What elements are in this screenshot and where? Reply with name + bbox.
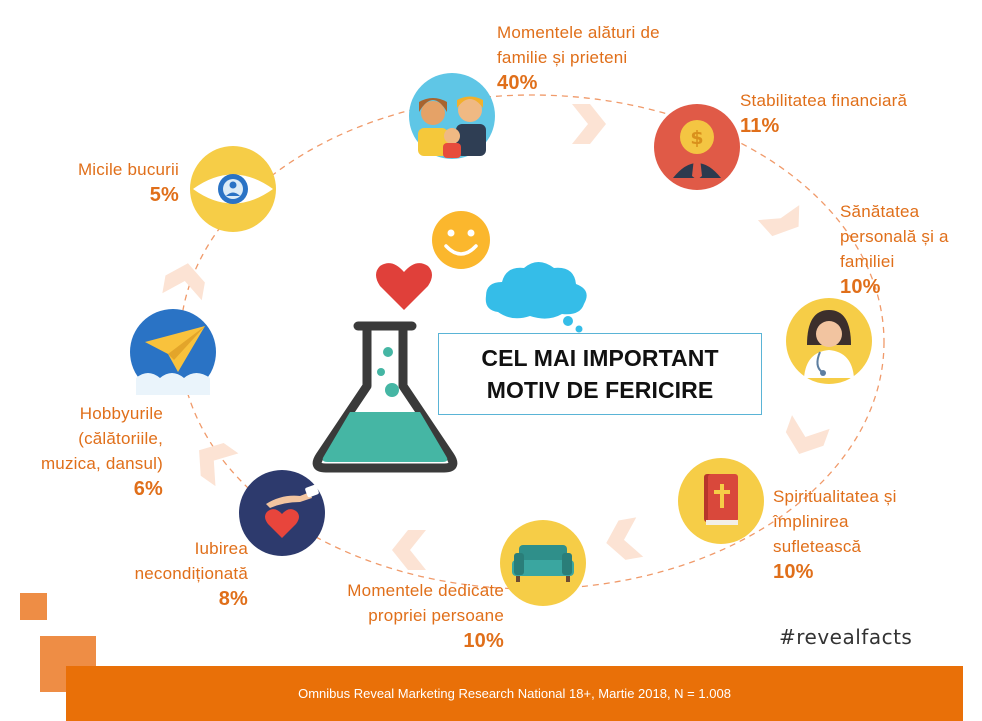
label-text: muzica, dansul) <box>40 454 163 473</box>
value-label: 40% <box>497 72 538 94</box>
decor-square <box>20 593 47 620</box>
label-health: Sănătatea personală și a familiei 10% <box>840 199 949 300</box>
heart-icon <box>376 263 432 310</box>
bible-icon <box>678 458 764 544</box>
label-text: Stabilitatea financiară <box>740 91 908 110</box>
footer-source: Omnibus Reveal Marketing Research Nation… <box>66 666 963 721</box>
label-text: Micile bucurii <box>77 160 179 179</box>
label-text: familie și prieteni <box>497 48 628 67</box>
heart-hand-icon <box>239 470 325 556</box>
label-text: Momentele dedicate <box>347 581 504 600</box>
chevron-icon <box>785 415 830 454</box>
label-financial: Stabilitatea financiară 11% <box>740 88 907 139</box>
value-label: 10% <box>773 561 814 583</box>
label-text: Spiritualitatea și <box>773 487 897 506</box>
flask-icon <box>312 321 458 473</box>
label-text: personală și a <box>840 227 949 246</box>
label-text: Momentele alături de <box>497 23 660 42</box>
eye-icon <box>190 146 276 232</box>
label-text: Sănătatea <box>840 202 920 221</box>
chevron-icon <box>162 263 205 301</box>
value-label: 5% <box>149 184 179 206</box>
label-hobbies: Hobbyurile (călătoriile, muzica, dansul)… <box>40 401 163 502</box>
chevron-icon <box>392 530 426 570</box>
label-text: sufletească <box>773 537 862 556</box>
title-line-1: CEL MAI IMPORTANT <box>481 345 719 371</box>
chevron-icon <box>199 443 239 487</box>
chevron-icon <box>606 517 644 560</box>
paper-plane-icon <box>130 309 216 395</box>
family-icon <box>409 73 495 159</box>
chevron-icon <box>572 104 606 144</box>
label-text: Hobbyurile <box>79 404 163 423</box>
chevron-icon <box>757 205 800 237</box>
doctor-icon <box>786 298 872 384</box>
label-text: Iubirea <box>194 539 248 558</box>
value-label: 6% <box>133 478 163 500</box>
hashtag: #revealfacts <box>779 625 913 649</box>
label-love: Iubirea necondiționată 8% <box>100 536 248 612</box>
label-small-joys: Micile bucurii 5% <box>50 157 179 208</box>
label-family: Momentele alături de familie și prieteni… <box>497 20 660 96</box>
chevron-arrows <box>162 104 830 570</box>
label-text: familiei <box>840 252 895 271</box>
sofa-icon <box>500 520 586 606</box>
label-text: (călătoriile, <box>78 429 163 448</box>
label-text: necondiționată <box>134 564 248 583</box>
footer-text: Omnibus Reveal Marketing Research Nation… <box>298 686 731 701</box>
label-self: Momentele dedicate propriei persoane 10% <box>318 578 504 654</box>
value-label: 10% <box>840 276 881 298</box>
smiley-icon <box>432 211 490 269</box>
title-line-2: MOTIV DE FERICIRE <box>486 377 714 403</box>
money-head-icon: $ <box>654 104 740 190</box>
central-title-box: CEL MAI IMPORTANT MOTIV DE FERICIRE <box>438 333 762 415</box>
label-text: împlinirea <box>773 512 849 531</box>
value-label: 10% <box>463 630 504 652</box>
label-text: propriei persoane <box>368 606 504 625</box>
thought-cloud-icon <box>485 262 587 333</box>
value-label: 8% <box>218 588 248 610</box>
svg-text:$: $ <box>690 127 703 149</box>
label-spirituality: Spiritualitatea și împlinirea sufleteasc… <box>773 484 897 585</box>
value-label: 11% <box>740 115 780 137</box>
